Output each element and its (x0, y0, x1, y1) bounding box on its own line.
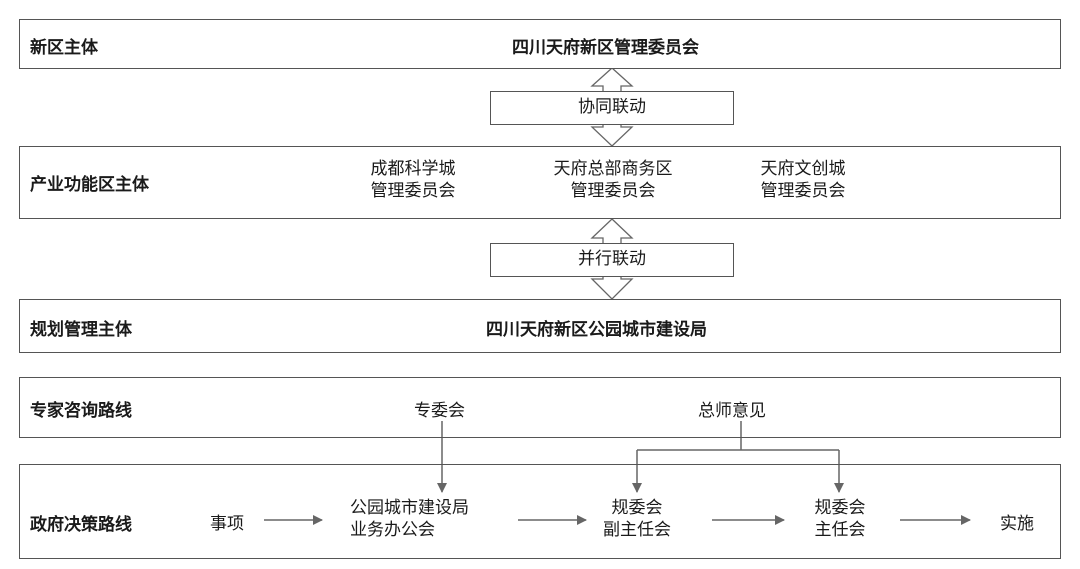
tier-guihua-box (19, 299, 1061, 353)
chanye-item-line2: 管理委员会 (370, 181, 456, 201)
chanye-item-line2: 管理委员会 (760, 181, 846, 201)
tier-xinqu-title: 四川天府新区管理委员会 (512, 38, 699, 58)
step-line1: 规委会 (611, 498, 663, 518)
chanye-item-line2: 管理委员会 (570, 181, 656, 201)
expert-route-label: 专家咨询路线 (30, 401, 132, 421)
step-line2: 业务办公会 (350, 520, 435, 540)
step-line2: 副主任会 (603, 520, 671, 540)
step-zhurenhui: 规委会 主任会 (800, 497, 880, 541)
step-line2: 主任会 (814, 520, 866, 540)
step-yewubangonghui: 公园城市建设局 业务办公会 (350, 497, 510, 541)
link-coordination-box: 协同联动 (490, 91, 734, 125)
link-parallel-box: 并行联动 (490, 243, 734, 277)
tier-xinqu-box (19, 19, 1061, 69)
zhuanweihui-text: 专委会 (414, 396, 465, 421)
expert-route-box (19, 377, 1061, 438)
tier-guihua-title: 四川天府新区公园城市建设局 (486, 320, 707, 340)
step-line1: 公园城市建设局 (350, 498, 469, 518)
tier-xinqu-label: 新区主体 (30, 38, 98, 58)
step-line1: 规委会 (814, 498, 866, 518)
step-fuzhurenhui: 规委会 副主任会 (597, 497, 677, 541)
tier-guihua-label: 规划管理主体 (30, 320, 132, 340)
zongshi-text: 总师意见 (698, 396, 766, 421)
chanye-item-line1: 天府文创城 (760, 159, 846, 179)
chanye-item-zongbu: 天府总部商务区 管理委员会 (530, 158, 696, 202)
step-shishi: 实施 (1000, 514, 1034, 534)
tier-chanye-label: 产业功能区主体 (30, 175, 149, 195)
step-shixiang: 事项 (210, 514, 244, 534)
chanye-item-line1: 成都科学城 (370, 159, 456, 179)
tier-chanye-box (19, 146, 1061, 219)
chanye-item-wenchuang: 天府文创城 管理委员会 (740, 158, 866, 202)
gov-route-label: 政府决策路线 (30, 515, 132, 535)
chanye-item-line1: 天府总部商务区 (553, 159, 673, 179)
gov-route-box (19, 464, 1061, 559)
chanye-item-kexuecheng: 成都科学城 管理委员会 (350, 158, 476, 202)
